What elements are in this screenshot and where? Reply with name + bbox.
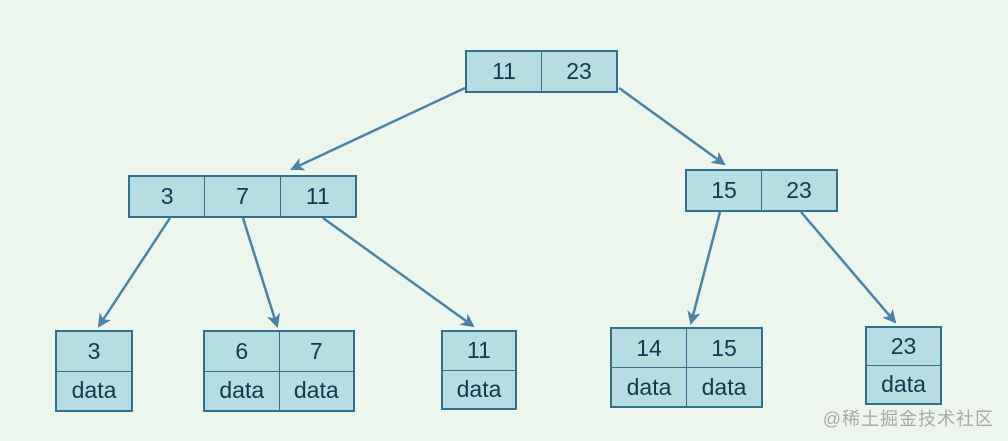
key-cell: 11 xyxy=(467,337,491,364)
data-cell: data xyxy=(456,375,502,402)
key-cell: 11 xyxy=(279,177,355,216)
leaf-node-23: 23 data xyxy=(865,326,942,405)
leaf-data-row: data data xyxy=(612,367,761,406)
edge-internal-left-to-leaf-6-7 xyxy=(241,217,281,328)
edge-internal-right-to-leaf-14-15 xyxy=(687,211,722,325)
leaf-data-row: data data xyxy=(205,370,354,410)
key-cell: 15 xyxy=(686,329,761,367)
leaf-node-14-15: 14 15 data data xyxy=(610,327,763,408)
internal-node-left: 3 7 11 xyxy=(128,175,357,218)
key-cell: 15 xyxy=(711,177,737,203)
root-node: 11 23 xyxy=(465,50,618,93)
key-cell: 23 xyxy=(761,171,836,210)
data-cell: data xyxy=(219,377,265,404)
leaf-node-3: 3 data xyxy=(55,330,133,412)
leaf-keys-row: 14 15 xyxy=(612,329,761,367)
key-cell: 3 xyxy=(87,337,101,364)
leaf-node-11: 11 data xyxy=(441,330,517,410)
internal-node-right: 15 23 xyxy=(685,169,838,212)
edge-root-to-internal-left xyxy=(290,86,466,171)
data-cell: data xyxy=(278,371,354,410)
key-cell: 14 xyxy=(636,334,662,361)
data-cell: data xyxy=(71,377,117,404)
leaf-keys-row: 11 xyxy=(443,332,515,370)
key-cell: 23 xyxy=(890,333,917,359)
key-cell: 3 xyxy=(160,183,174,209)
leaf-keys-row: 23 xyxy=(867,328,940,365)
key-cell: 6 xyxy=(235,337,249,364)
leaf-keys-row: 3 xyxy=(57,332,131,371)
leaf-data-row: data xyxy=(57,370,131,411)
edge-internal-right-to-leaf-23 xyxy=(800,211,897,324)
key-cell: 7 xyxy=(278,332,354,371)
leaf-keys-row: 6 7 xyxy=(205,332,353,371)
edge-internal-left-to-leaf-11 xyxy=(322,216,475,328)
leaf-data-row: data xyxy=(443,369,515,409)
watermark: @稀土掘金技术社区 xyxy=(822,409,994,429)
data-cell: data xyxy=(881,371,926,397)
edge-internal-left-to-leaf-3 xyxy=(97,217,172,328)
leaf-node-6-7: 6 7 data data xyxy=(203,330,355,412)
key-cell: 23 xyxy=(541,52,616,91)
edge-root-to-internal-right xyxy=(618,86,726,166)
leaf-data-row: data xyxy=(867,365,940,403)
data-cell: data xyxy=(626,373,672,400)
data-cell: data xyxy=(686,368,761,406)
key-cell: 11 xyxy=(492,58,516,84)
key-cell: 7 xyxy=(204,177,279,216)
